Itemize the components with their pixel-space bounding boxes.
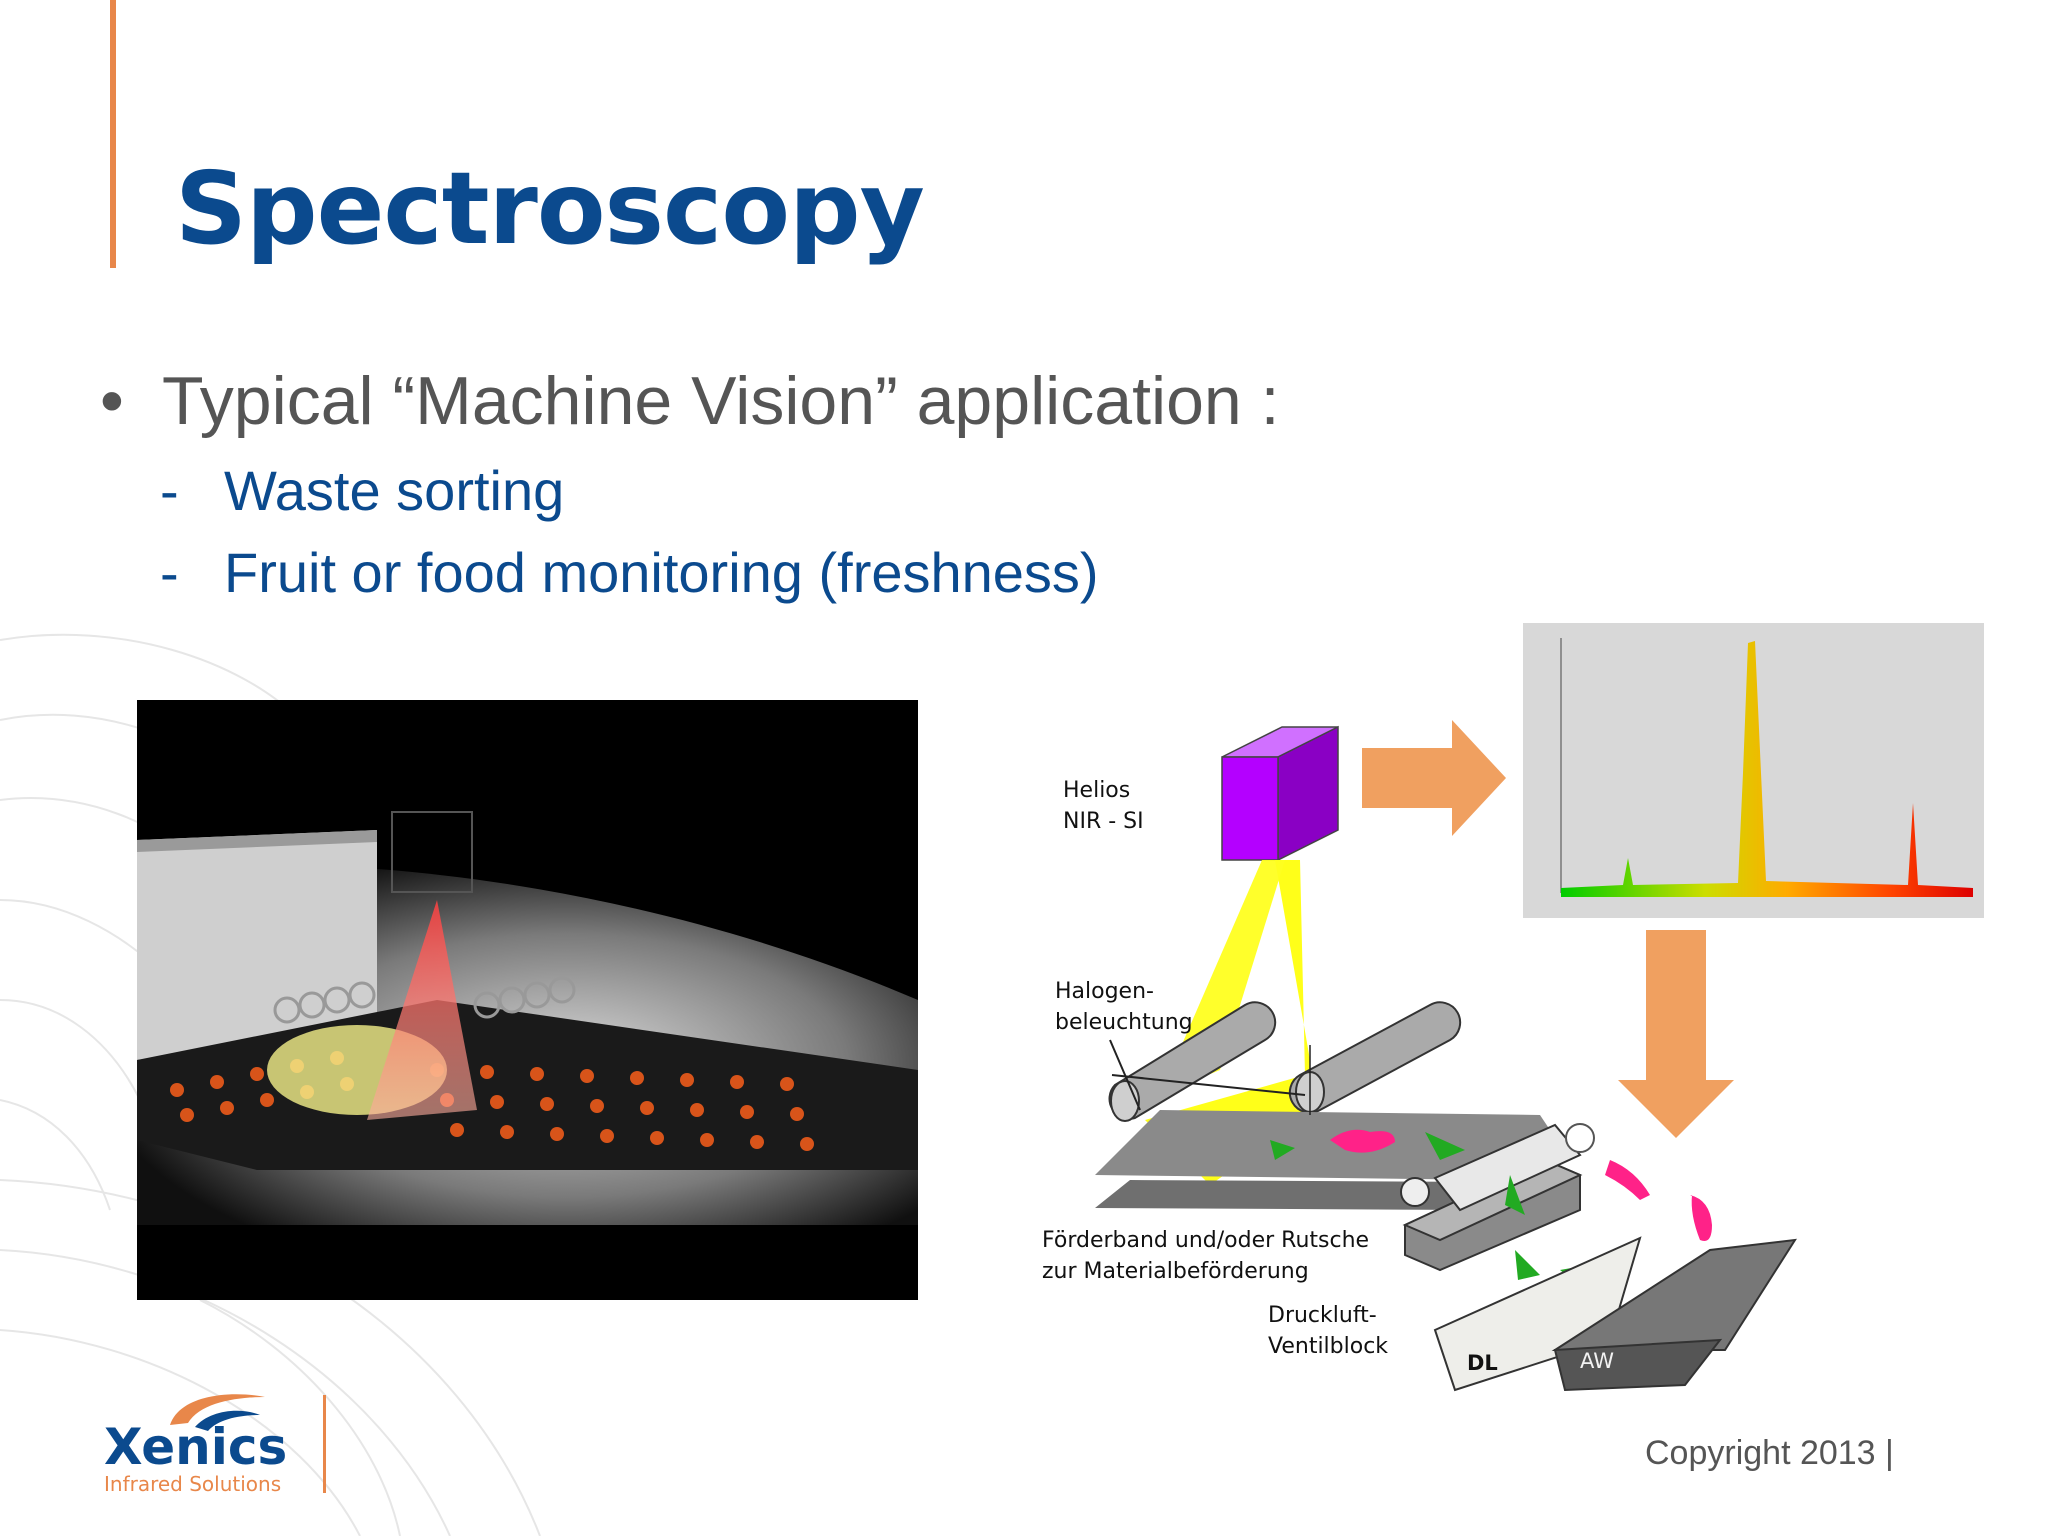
copyright-text: Copyright 2013 | [1645, 1434, 1894, 1473]
sub-bullet-text: Waste sorting [224, 459, 564, 522]
sorting-process-diagram [1030, 700, 2030, 1420]
title-accent-bar [110, 0, 116, 268]
sub-bullet-text: Fruit or food monitoring (freshness) [224, 541, 1099, 604]
sorting-machine-photo [137, 700, 918, 1300]
arrow-down-icon [1618, 930, 1734, 1138]
halogen-label: Halogen- beleuchtung [1055, 976, 1193, 1038]
sub-bullet-waste: -Waste sorting [160, 458, 564, 523]
main-bullet: •Typical “Machine Vision” application : [100, 362, 1280, 440]
logo-divider [323, 1395, 326, 1493]
valve-block-label: Druckluft- Ventilblock [1268, 1300, 1388, 1362]
sub-bullet-fruit: -Fruit or food monitoring (freshness) [160, 540, 1099, 605]
bullet-marker: • [100, 362, 162, 440]
slide-title: Spectroscopy [175, 150, 924, 267]
bin-dl-label: DL [1467, 1348, 1498, 1379]
camera-label: Helios NIR - SI [1063, 775, 1144, 837]
logo-wordmark: Xenics [104, 1418, 287, 1476]
arrow-right-icon [1362, 720, 1506, 836]
logo-subtitle: Infrared Solutions [104, 1472, 281, 1496]
sub-bullet-marker: - [160, 540, 224, 605]
conveyor-label: Förderband und/oder Rutsche zur Material… [1042, 1225, 1369, 1287]
sub-bullet-marker: - [160, 458, 224, 523]
bin-aw-label: AW [1580, 1346, 1614, 1377]
main-bullet-text: Typical “Machine Vision” application : [162, 363, 1280, 439]
